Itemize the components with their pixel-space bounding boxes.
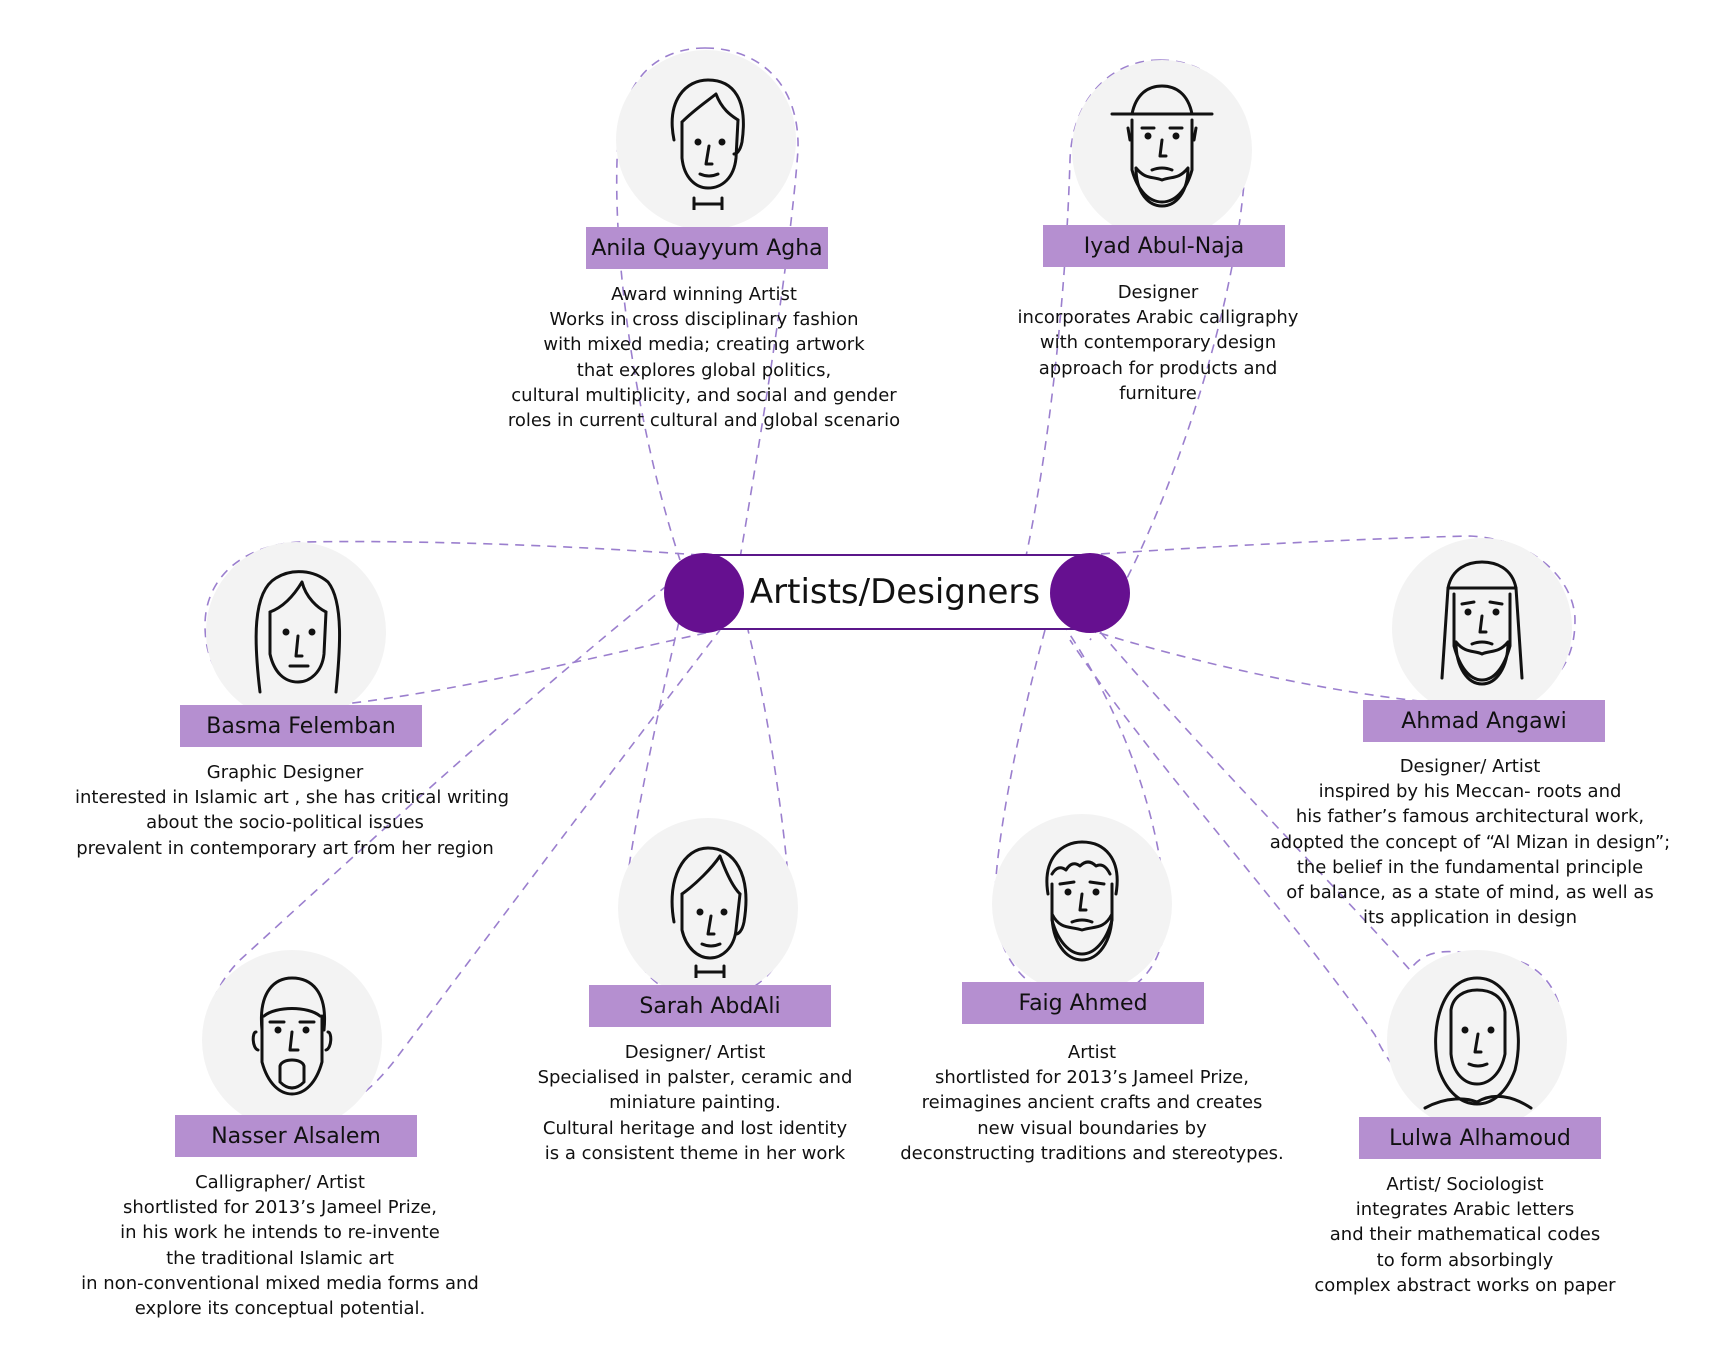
- name-iyad: Iyad Abul-Naja: [1043, 225, 1285, 267]
- portrait-lulwa: [1387, 950, 1567, 1130]
- name-basma: Basma Felemban: [180, 705, 422, 747]
- portrait-basma: [206, 542, 386, 722]
- portrait-nasser: [202, 950, 382, 1130]
- connector-sarah: [623, 574, 792, 1001]
- woman-long-hair-icon: [254, 570, 342, 694]
- name-ahmad: Ahmad Angawi: [1363, 700, 1605, 742]
- portrait-faig: [992, 814, 1172, 994]
- description-ahmad: Designer/ Artist inspired by his Meccan-…: [1269, 756, 1671, 929]
- connector-ahmad: [1084, 535, 1576, 706]
- description-lulwa: Artist/ Sociologist integrates Arabic le…: [1314, 1174, 1616, 1296]
- name-sarah: Sarah AbdAli: [589, 985, 831, 1027]
- woman-bob-hair-icon: [670, 846, 748, 978]
- man-curly-beard-icon: [1045, 840, 1119, 962]
- portrait-iyad: [1072, 60, 1252, 240]
- name-lulwa: Lulwa Alhamoud: [1359, 1117, 1601, 1159]
- description-nasser: Calligrapher/ Artist shortlisted for 201…: [81, 1172, 479, 1320]
- name-nasser: Nasser Alsalem: [175, 1115, 417, 1157]
- man-goatee-icon: [251, 976, 333, 1096]
- connector-lulwa: [1069, 619, 1565, 1112]
- description-iyad: Designer incorporates Arabic calligraphy…: [1017, 282, 1299, 404]
- hub-left-dot: [664, 553, 744, 633]
- name-anila: Anila Quayyum Agha: [586, 227, 828, 269]
- description-anila: Award winning Artist Works in cross disc…: [507, 284, 901, 432]
- connector-faig: [994, 619, 1167, 1001]
- woman-headscarf-icon: [1423, 976, 1533, 1110]
- man-hat-beard-icon: [1110, 84, 1214, 208]
- connector-anila: [615, 47, 799, 571]
- description-faig: Artist shortlisted for 2013’s Jameel Pri…: [900, 1042, 1284, 1164]
- portrait-anila: [616, 50, 796, 230]
- description-basma: Graphic Designer interested in Islamic a…: [75, 762, 510, 859]
- woman-short-hair-icon: [670, 78, 745, 210]
- hub-right-dot: [1050, 553, 1130, 633]
- portrait-sarah: [618, 818, 798, 998]
- connector-basma: [204, 540, 711, 709]
- description-sarah: Designer/ Artist Specialised in palster,…: [537, 1042, 853, 1164]
- man-headwear-beard-icon: [1440, 560, 1524, 686]
- hub-title: Artists/Designers: [749, 572, 1041, 612]
- portrait-ahmad: [1392, 538, 1572, 718]
- name-faig: Faig Ahmed: [962, 982, 1204, 1024]
